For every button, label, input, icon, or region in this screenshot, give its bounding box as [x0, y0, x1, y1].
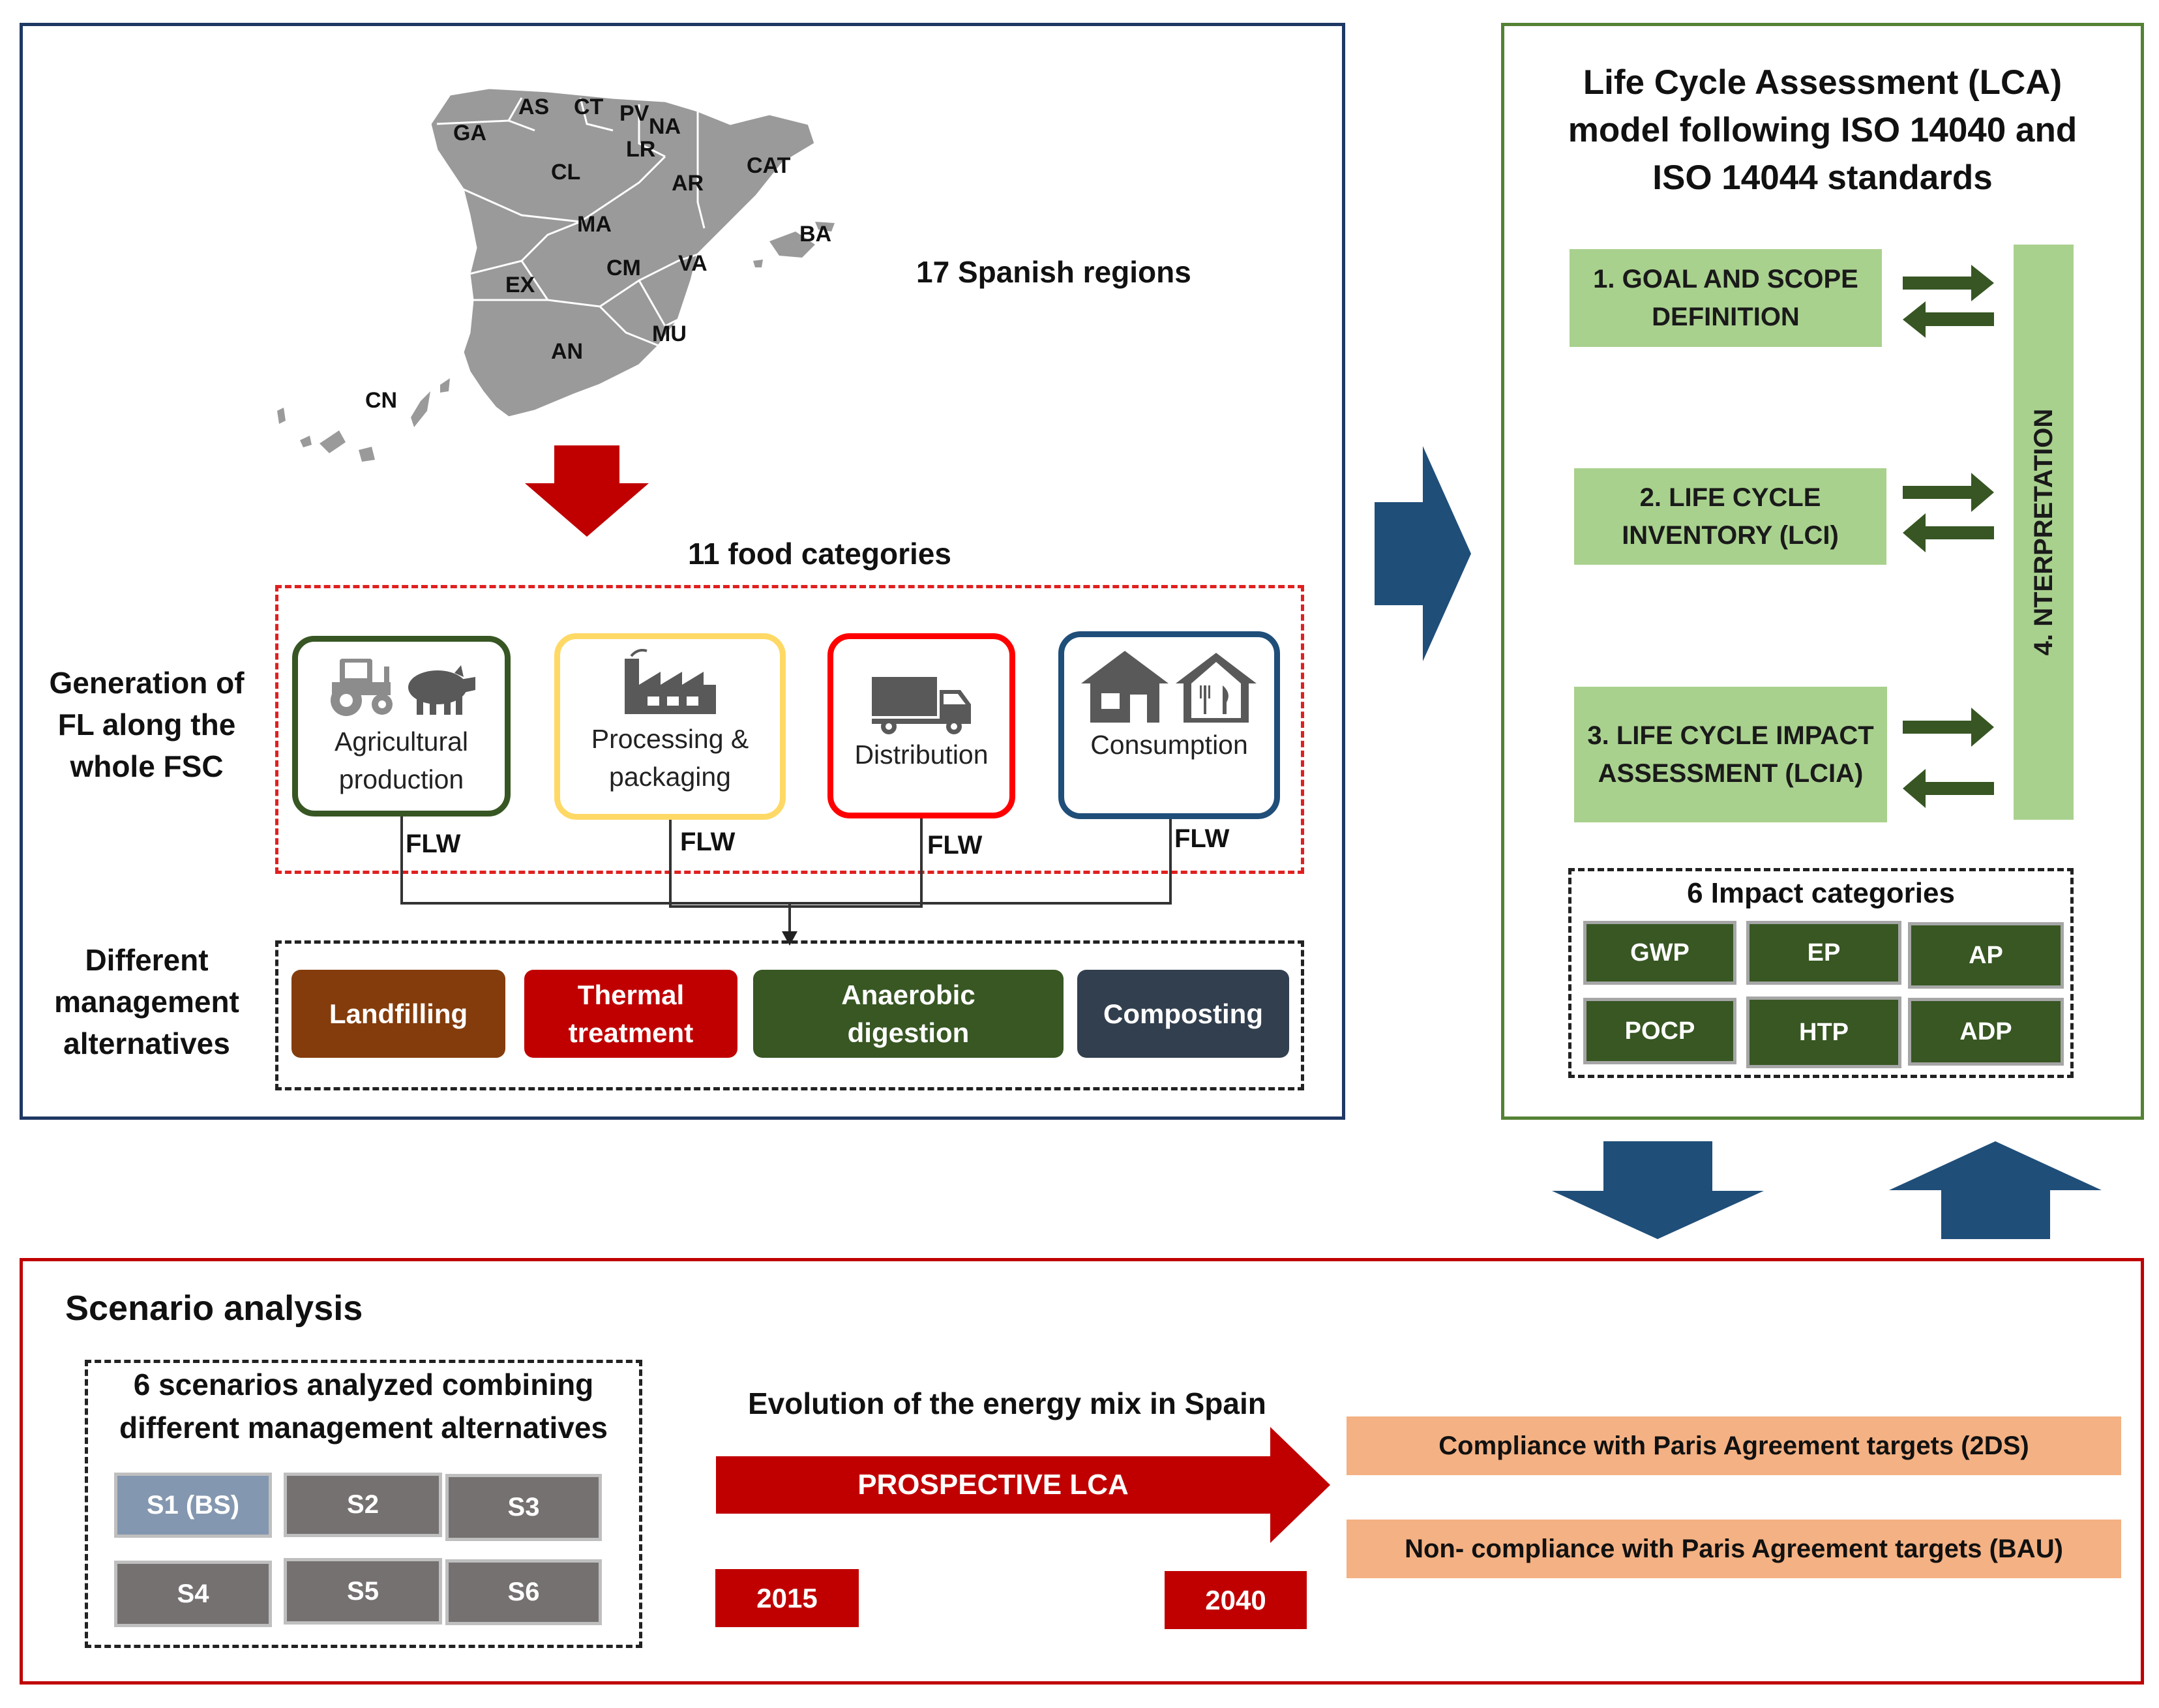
generation-label: Generation of FL along the whole FSC [49, 666, 245, 783]
scenarios-caption: 6 scenarios analyzed combining different… [119, 1368, 608, 1445]
management-label: Different management alternatives [54, 943, 239, 1060]
scenario-s5: S5 [284, 1558, 442, 1625]
management-frame [275, 940, 1304, 1090]
region-CT: CT [574, 95, 604, 119]
region-EX: EX [505, 273, 535, 297]
scenario-s3: S3 [445, 1474, 602, 1541]
prospective-lca-label: PROSPECTIVE LCA [857, 1469, 1129, 1501]
prospective-lca-arrow [716, 1427, 1330, 1543]
double-arrows-impact [1903, 708, 1994, 808]
blue-up-arrow [1889, 1141, 2102, 1239]
region-VA: VA [678, 251, 707, 276]
food-categories-caption: 11 food categories [688, 537, 951, 571]
blue-right-arrow [1375, 446, 1471, 661]
outcome-non-compliance: Non- compliance with Paris Agreement tar… [1347, 1520, 2121, 1578]
flw-connectors [400, 817, 1172, 946]
region-AR: AR [672, 171, 704, 196]
regions-caption: 17 Spanish regions [916, 255, 1191, 289]
scenario-title: Scenario analysis [65, 1289, 363, 1328]
blue-down-arrow [1552, 1141, 1764, 1239]
stage-label: Consumption [1090, 730, 1248, 760]
flw-label-distribution: FLW [927, 831, 983, 860]
region-BA: BA [799, 222, 831, 247]
mgmt-anaerobic-digestion: Anaerobic digestion [753, 970, 1064, 1058]
lca-step-goal-scope: 1. GOAL AND SCOPE DEFINITION [1570, 249, 1882, 347]
region-CL: CL [551, 160, 580, 185]
lca-step-inventory: 2. LIFE CYCLE INVENTORY (LCI) [1574, 468, 1886, 565]
year-2015: 2015 [715, 1569, 859, 1627]
impact-pocp: POCP [1583, 998, 1736, 1064]
scenario-s2: S2 [284, 1473, 442, 1537]
house-icon [1081, 651, 1257, 723]
region-LR: LR [626, 137, 655, 162]
mainland-shape [429, 87, 816, 419]
impact-ap: AP [1908, 922, 2064, 989]
energy-caption: Evolution of the energy mix in Spain [748, 1386, 1266, 1420]
stage-consumption: Consumption [1058, 631, 1280, 819]
outcome-compliance: Compliance with Paris Agreement targets … [1347, 1416, 2121, 1475]
region-PV: PV [619, 101, 649, 126]
canary-islands [277, 378, 450, 462]
region-NA: NA [649, 114, 681, 139]
fsc-panel [20, 23, 1345, 1120]
scenario-panel [20, 1258, 2144, 1685]
region-AN: AN [551, 339, 583, 364]
region-GA: GA [453, 121, 486, 145]
region-CAT: CAT [747, 153, 791, 178]
impact-ep: EP [1746, 921, 1901, 985]
interpretation-label: 4. NTERPRETATION [2029, 408, 2058, 656]
year-2040: 2040 [1165, 1571, 1307, 1629]
mgmt-landfilling: Landfilling [291, 970, 505, 1058]
impact-frame [1568, 868, 2074, 1078]
red-down-arrow [525, 445, 649, 537]
impact-adp: ADP [1908, 998, 2064, 1066]
flw-label-agricultural: FLW [406, 830, 461, 858]
stage-label: Processing & packaging [591, 724, 749, 792]
scenario-s4: S4 [114, 1561, 272, 1627]
stage-distribution: Distribution [827, 633, 1015, 818]
impact-htp: HTP [1746, 996, 1901, 1068]
region-borders [436, 97, 706, 347]
factory-icon [624, 649, 716, 714]
double-arrows-goal [1903, 265, 1994, 338]
scenario-s1: S1 (BS) [114, 1473, 272, 1538]
scenarios-frame [85, 1360, 642, 1648]
flw-label-consumption: FLW [1174, 824, 1230, 853]
lca-title: Life Cycle Assessment (LCA) model follow… [1568, 63, 2077, 197]
fsc-stages-frame [275, 585, 1304, 874]
region-MU: MU [652, 322, 687, 346]
lca-interpretation: 4. NTERPRETATION [2014, 245, 2074, 820]
tractor-pig-icon [330, 659, 475, 716]
region-AS: AS [518, 95, 549, 119]
stage-label: Agricultural production [334, 727, 469, 794]
lca-panel [1501, 23, 2144, 1120]
region-CN: CN [365, 388, 397, 413]
flw-label-processing: FLW [680, 828, 736, 856]
double-arrows-inventory [1903, 473, 1994, 552]
truck-icon [872, 677, 971, 734]
spain-map: GA AS CT PV NA LR CL AR CAT MA CM VA BA … [277, 87, 835, 462]
stage-agricultural-production: Agricultural production [292, 636, 511, 817]
mgmt-thermal-treatment: Thermal treatment [524, 970, 737, 1058]
impact-gwp: GWP [1583, 921, 1736, 985]
scenario-s6: S6 [445, 1559, 602, 1625]
region-CM: CM [606, 256, 641, 280]
lca-step-impact-assessment: 3. LIFE CYCLE IMPACT ASSESSMENT (LCIA) [1574, 687, 1887, 822]
impact-title: 6 Impact categories [1687, 877, 1955, 909]
stage-label: Distribution [854, 740, 989, 770]
mgmt-composting: Composting [1077, 970, 1289, 1058]
region-MA: MA [577, 212, 612, 237]
balearic-islands [753, 222, 835, 267]
stage-processing-packaging: Processing & packaging [554, 633, 786, 820]
